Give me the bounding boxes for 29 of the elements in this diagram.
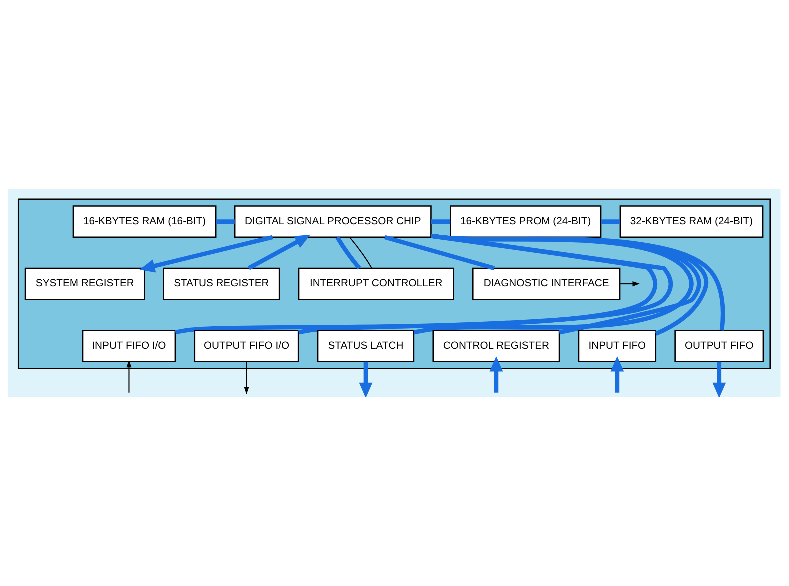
connector [216,220,235,224]
node-box: OUTPUT FIFO [674,330,764,362]
arrow [490,356,504,393]
node-box: STATUS REGISTER [163,268,280,300]
node-box: DIAGNOSTIC INTERFACE [472,268,621,300]
connector [336,236,362,270]
connector [431,220,451,224]
node-box: 16-KBYTES PROM (24-BIT) [450,206,602,238]
node-box: OUTPUT FIFO I/O [194,330,300,362]
node-box: INPUT FIFO I/O [82,330,176,362]
arrow [712,362,726,397]
arrow [140,235,274,273]
connector [175,234,658,335]
connector [350,237,372,269]
node-box: 16-KBYTES RAM (16-BIT) [72,206,217,238]
node-box: INTERRUPT CONTROLLER [298,268,454,300]
node-box: DIGITAL SIGNAL PROCESSOR CHIP [234,206,432,238]
connector [384,235,495,270]
node-box: 32-KBYTES RAM (24-BIT) [620,206,764,238]
arrow [248,234,311,270]
arrow [620,282,640,287]
arrow [359,362,373,397]
node-box: CONTROL REGISTER [432,330,560,362]
node-box: STATUS LATCH [317,330,415,362]
node-box: SYSTEM REGISTER [24,268,146,300]
connector [601,220,620,224]
arrow [610,356,624,393]
node-box: INPUT FIFO [578,330,657,362]
arrow [126,360,132,393]
